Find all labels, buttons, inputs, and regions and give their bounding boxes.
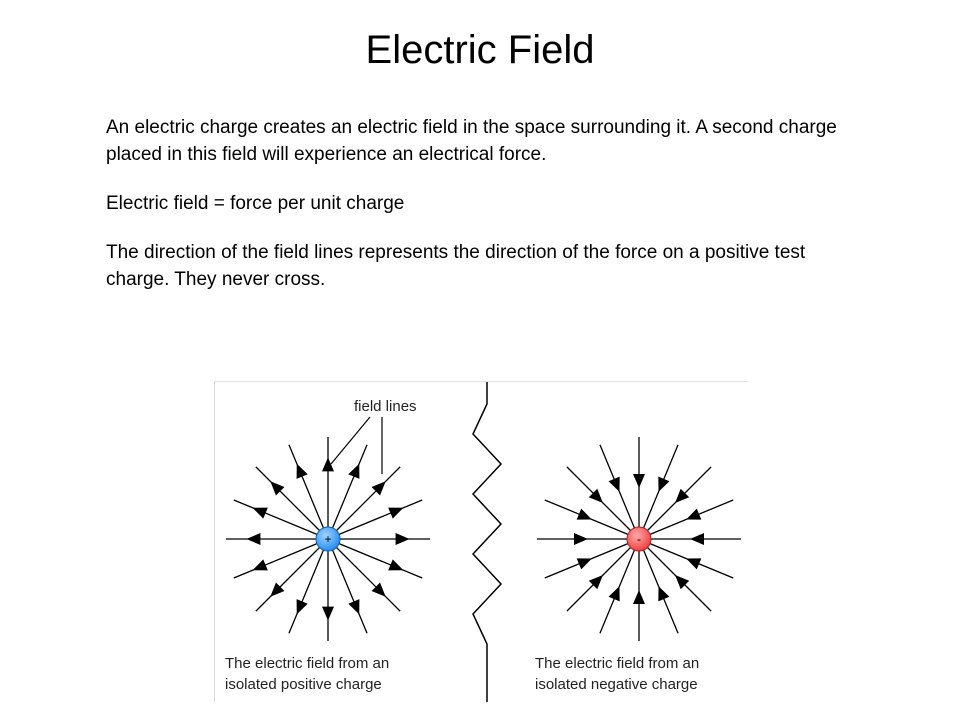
positive-field-line — [233, 542, 318, 579]
negative-arrow-head — [574, 533, 588, 545]
positive-arrow-head — [296, 599, 308, 615]
positive-arrow-head — [252, 559, 268, 571]
field-lines-label: field lines — [354, 398, 417, 415]
positive-arrow-head — [270, 481, 285, 496]
paragraph-field-direction: The direction of the field lines represe… — [106, 242, 806, 290]
negative-arrow-head — [658, 476, 670, 492]
positive-field-line — [336, 466, 401, 531]
positive-field-line — [255, 466, 320, 531]
field-lines-pointer — [330, 416, 371, 465]
paragraph-field-definition: An electric charge creates an electric f… — [106, 117, 837, 165]
positive-field-line — [288, 549, 325, 634]
negative-arrow-head — [576, 508, 592, 520]
positive-field-line — [336, 547, 401, 612]
negative-arrow-head — [686, 508, 702, 520]
paragraph-force-per-charge: Electric field = force per unit charge — [106, 193, 405, 214]
negative-arrow-head — [690, 533, 704, 545]
negative-arrow-head — [588, 488, 603, 503]
zigzag-separator — [471, 382, 503, 702]
positive-arrow-head — [322, 457, 334, 472]
positive-charge — [315, 526, 341, 552]
positive-arrow-head — [252, 507, 268, 519]
negative-charge — [626, 526, 652, 552]
positive-arrow-head — [348, 599, 360, 615]
positive-arrow-head — [388, 559, 404, 571]
negative-caption-line2: isolated negative charge — [535, 676, 698, 693]
negative-caption-line1: The electric field from an — [535, 655, 699, 672]
negative-field-lines — [537, 437, 741, 641]
positive-sign: + — [324, 532, 331, 546]
positive-arrow-head — [246, 533, 261, 545]
electric-field-figure: field lines + - The electric field from … — [214, 381, 748, 702]
positive-field-line — [255, 547, 320, 612]
positive-field-lines — [226, 437, 430, 641]
positive-arrow-head — [371, 481, 386, 496]
negative-arrow-head — [675, 488, 690, 503]
positive-caption-line2: isolated positive charge — [225, 676, 382, 693]
positive-field-line — [338, 542, 423, 579]
positive-field-line — [338, 499, 423, 536]
negative-arrow-head — [633, 590, 645, 604]
slide-title: Electric Field — [365, 28, 595, 72]
negative-arrow-head — [608, 476, 620, 492]
negative-sign: - — [637, 532, 641, 546]
negative-arrow-head — [608, 586, 620, 602]
positive-field-line — [233, 499, 318, 536]
positive-arrow-head — [296, 463, 308, 479]
negative-arrow-head — [658, 586, 670, 602]
positive-field-line — [331, 444, 368, 529]
positive-field-line — [288, 444, 325, 529]
positive-arrow-head — [322, 606, 334, 621]
field-diagram: field lines + - The electric field from … — [225, 382, 741, 702]
negative-arrow-head — [675, 575, 690, 590]
negative-arrow-head — [633, 474, 645, 488]
slide-body: An electric charge creates an electric f… — [106, 114, 846, 315]
positive-arrow-head — [270, 582, 285, 597]
positive-arrow-head — [371, 582, 386, 597]
negative-arrow-head — [686, 558, 702, 570]
positive-field-line — [331, 549, 368, 634]
negative-arrow-head — [576, 558, 592, 570]
positive-arrow-head — [388, 507, 404, 519]
positive-arrow-head — [348, 463, 360, 479]
positive-caption-line1: The electric field from an — [225, 655, 389, 672]
positive-arrow-head — [395, 533, 410, 545]
negative-arrow-head — [588, 575, 603, 590]
